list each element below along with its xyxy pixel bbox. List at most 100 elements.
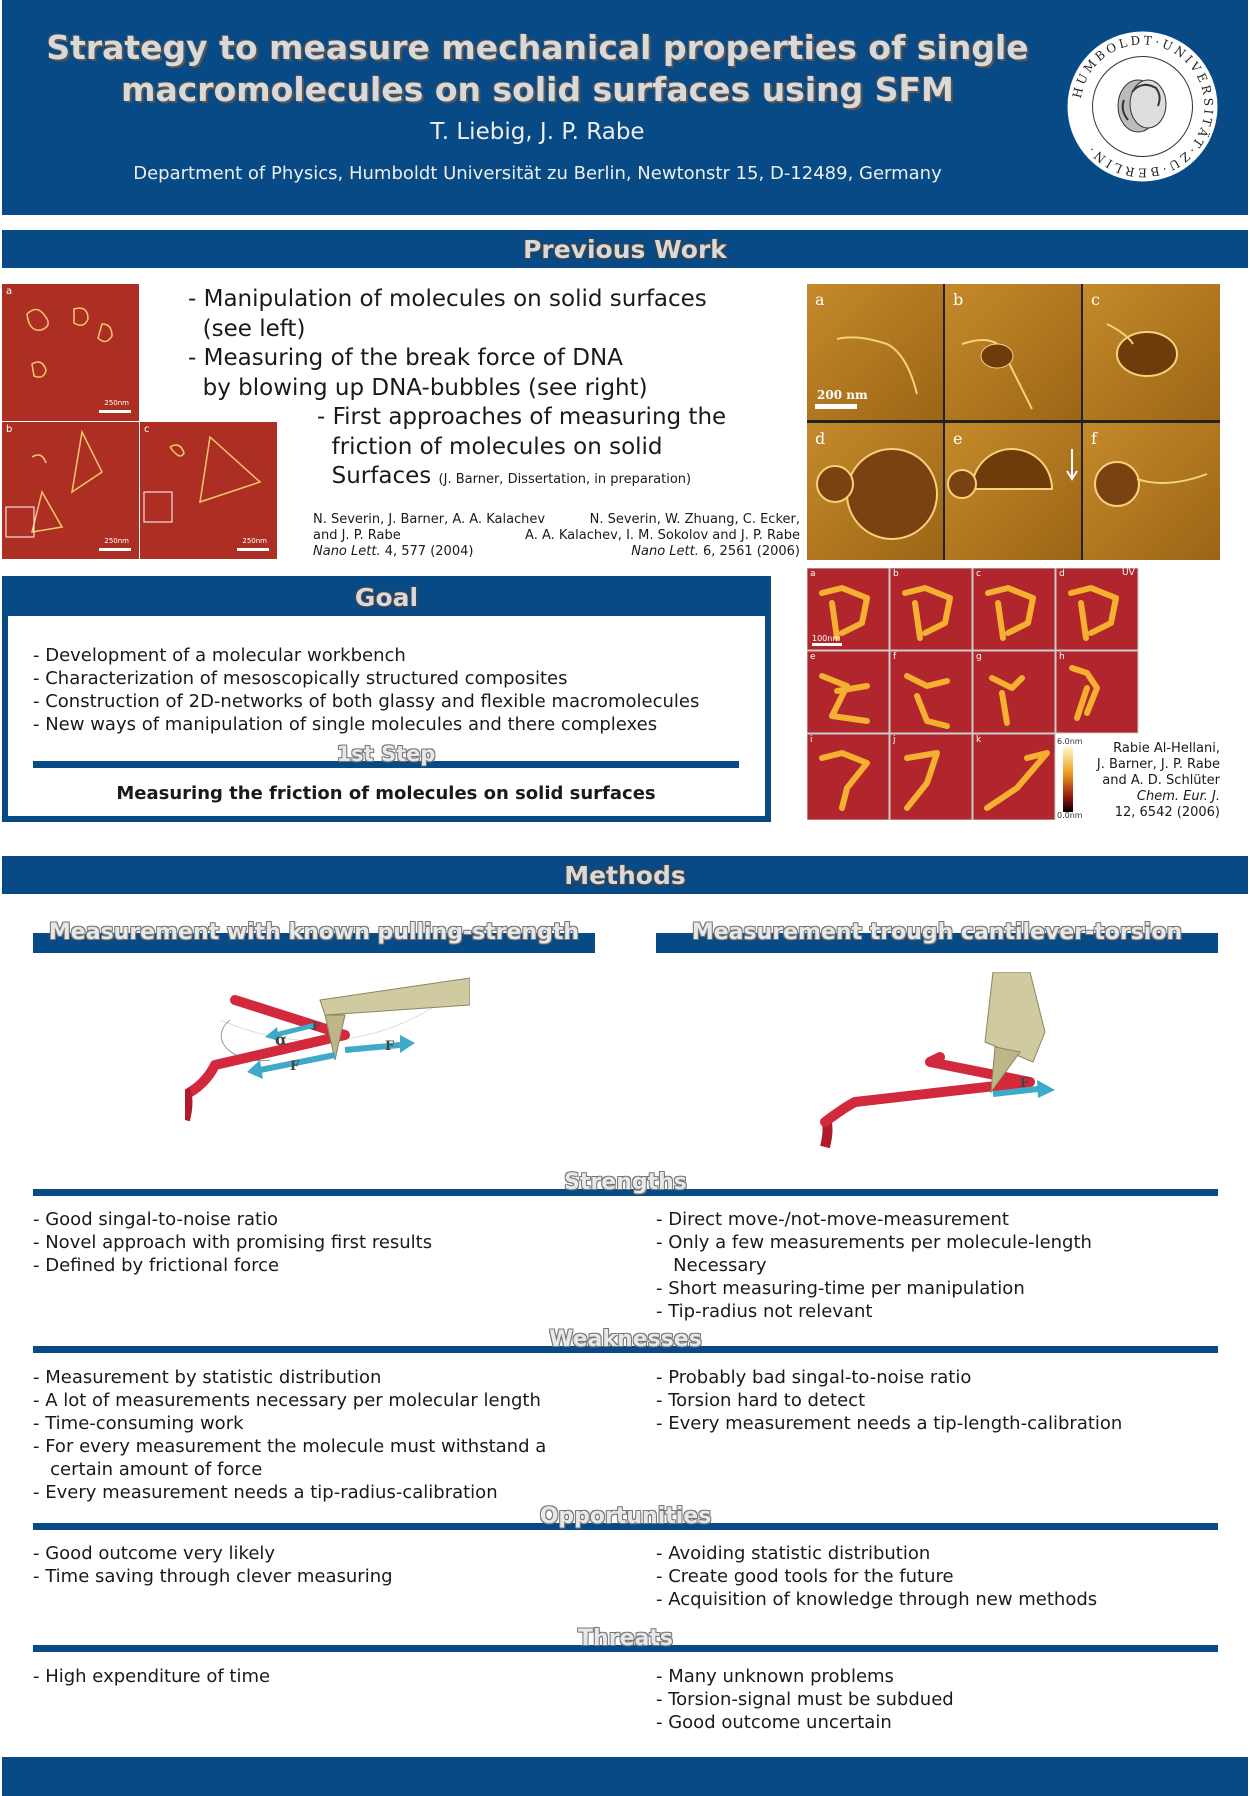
- method-left-heading: Measurement with known pulling-strength: [48, 920, 580, 945]
- ref-line: and J. P. Rabe: [313, 528, 401, 543]
- panel-label: i: [810, 735, 813, 745]
- manipulation-sequence-figure: a b c d e f g h i j k UV 100nm 6.0nm 0.0…: [806, 567, 1140, 821]
- goal-inner: [8, 616, 765, 816]
- afm-image-left-c: c 250nm: [140, 422, 277, 559]
- ref-line: A. A. Kalachev, I. M. Sokolov and J. P. …: [525, 528, 800, 543]
- ref-line: and A. D. Schlüter: [1102, 773, 1220, 788]
- list-item: - Avoiding statistic distribution: [656, 1543, 931, 1564]
- list-item: friction of molecules on solid: [317, 433, 663, 460]
- colorbar-min-label: 0.0nm: [1057, 811, 1083, 820]
- afm-image-left-b: b 250nm: [2, 422, 139, 559]
- list-item: - For every measurement the molecule mus…: [33, 1436, 547, 1457]
- ref-volume: 6, 2561 (2006): [698, 544, 800, 559]
- ref-citation: Nano Lett. 4, 577 (2004): [313, 544, 545, 560]
- method-right-banner: [656, 933, 1218, 953]
- friction-item-3: Surfaces: [317, 463, 432, 489]
- list-item: - Construction of 2D-networks of both gl…: [33, 691, 700, 712]
- ref-line: Rabie Al-Hellani,: [1113, 741, 1220, 756]
- panel-label: g: [976, 652, 982, 662]
- uv-label: UV: [1122, 568, 1135, 578]
- weaknesses-label: Weaknesses: [549, 1327, 702, 1352]
- scale-bar-label: 200 nm: [817, 388, 868, 402]
- angle-label: α: [275, 1030, 287, 1049]
- reference-left: N. Severin, J. Barner, A. A. Kalachev an…: [313, 512, 545, 560]
- authors: T. Liebig, J. P. Rabe: [430, 119, 645, 145]
- list-item: - Development of a molecular workbench: [33, 645, 406, 666]
- list-item: - A lot of measurements necessary per mo…: [33, 1390, 541, 1411]
- reference-right: N. Severin, W. Zhuang, C. Ecker, A. A. K…: [480, 512, 800, 560]
- panel-label: d: [1059, 569, 1065, 579]
- force-label: F: [1020, 1076, 1030, 1091]
- opportunities-left-list: - Good outcome very likely - Time saving…: [33, 1542, 393, 1588]
- list-item: - Every measurement needs a tip-radius-c…: [33, 1482, 498, 1503]
- list-item: - Tip-radius not relevant: [656, 1301, 873, 1322]
- scale-bar-label: 250nm: [104, 399, 129, 407]
- list-item: - Good singal-to-noise ratio: [33, 1209, 279, 1230]
- university-seal-logo: HUMBOLDT·UNIVERSITÄT·ZU·BERLIN·: [1066, 30, 1219, 183]
- ref-line: N. Severin, W. Zhuang, C. Ecker,: [589, 512, 800, 527]
- panel-label: a: [810, 569, 816, 579]
- list-item: - Manipulation of molecules on solid sur…: [188, 286, 707, 312]
- list-item: certain amount of force: [33, 1459, 263, 1480]
- threats-divider: [33, 1645, 1218, 1652]
- method-right-heading: Measurement trough cantilever-torsion: [691, 920, 1183, 945]
- scale-bar-label: 250nm: [104, 537, 129, 545]
- pulling-strength-diagram: α F F F: [180, 975, 471, 1145]
- previous-work-banner: [2, 230, 1248, 268]
- opportunities-label: Opportunities: [539, 1504, 712, 1529]
- opportunities-divider: [33, 1523, 1218, 1530]
- panel-label: h: [1059, 652, 1065, 662]
- list-item: - Probably bad singal-to-noise ratio: [656, 1367, 972, 1388]
- list-item: (see left): [188, 315, 306, 342]
- list-item: - Characterization of mesoscopically str…: [33, 668, 568, 689]
- list-item: - Time saving through clever measuring: [33, 1566, 393, 1587]
- panel-label: f: [1091, 429, 1097, 448]
- panel-label: b: [6, 424, 13, 435]
- panel-label: c: [1091, 290, 1100, 309]
- panel-label: j: [893, 735, 896, 745]
- dna-bubble-figure: a b c d e f 200 nm: [807, 284, 1220, 560]
- title-line-1: Strategy to measure mechanical propertie…: [46, 28, 1029, 67]
- strengths-divider: [33, 1189, 1218, 1196]
- panel-label: f: [893, 652, 897, 662]
- panel-label: d: [815, 429, 826, 448]
- panel-label: c: [976, 569, 981, 579]
- list-item: - Every measurement needs a tip-length-c…: [656, 1413, 1123, 1434]
- step-divider: [33, 761, 739, 768]
- threats-left-list: - High expenditure of time: [33, 1665, 270, 1688]
- list-item: - Good outcome uncertain: [656, 1712, 892, 1733]
- list-item: - Short measuring-time per manipulation: [656, 1278, 1025, 1299]
- list-item: - Torsion hard to detect: [656, 1390, 866, 1411]
- footer-banner: [2, 1757, 1248, 1796]
- list-item: - Measurement by statistic distribution: [33, 1367, 382, 1388]
- strengths-label: Strengths: [564, 1170, 687, 1195]
- previous-work-heading: Previous Work: [523, 235, 727, 264]
- weaknesses-left-list: - Measurement by statistic distribution …: [33, 1366, 546, 1504]
- list-item: - New ways of manipulation of single mol…: [33, 714, 658, 735]
- opportunities-right-list: - Avoiding statistic distribution - Crea…: [656, 1542, 1097, 1611]
- list-item: Necessary: [656, 1255, 767, 1276]
- list-item: - Acquisition of knowledge through new m…: [656, 1589, 1098, 1610]
- list-item: - Good outcome very likely: [33, 1543, 276, 1564]
- previous-work-list: - Manipulation of molecules on solid sur…: [188, 285, 707, 403]
- list-item: - Torsion-signal must be subdued: [656, 1689, 954, 1710]
- list-item: - Time-consuming work: [33, 1413, 244, 1434]
- list-item: - Many unknown problems: [656, 1666, 894, 1687]
- ref-journal: Chem. Eur. J.: [1136, 789, 1220, 804]
- list-item: Surfaces (J. Barner, Dissertation, in pr…: [317, 462, 726, 495]
- panel-label: a: [6, 286, 13, 297]
- panel-label: e: [953, 429, 963, 448]
- ref-line: N. Severin, J. Barner, A. A. Kalachev: [313, 512, 546, 527]
- list-item: - Novel approach with promising first re…: [33, 1232, 433, 1253]
- ref-journal: Nano Lett.: [631, 544, 699, 559]
- ref-volume: 12, 6542 (2006): [1114, 805, 1220, 820]
- panel-label: k: [976, 735, 982, 745]
- force-label: F: [290, 1059, 300, 1074]
- force-label: F: [312, 1020, 320, 1033]
- list-item: - Direct move-/not-move-measurement: [656, 1209, 1009, 1230]
- strengths-left-list: - Good singal-to-noise ratio - Novel app…: [33, 1208, 432, 1277]
- list-item: - First approaches of measuring the: [317, 404, 727, 430]
- strengths-right-list: - Direct move-/not-move-measurement - On…: [656, 1208, 1092, 1323]
- step-label: 1st Step: [336, 742, 436, 766]
- force-label: F: [385, 1039, 395, 1054]
